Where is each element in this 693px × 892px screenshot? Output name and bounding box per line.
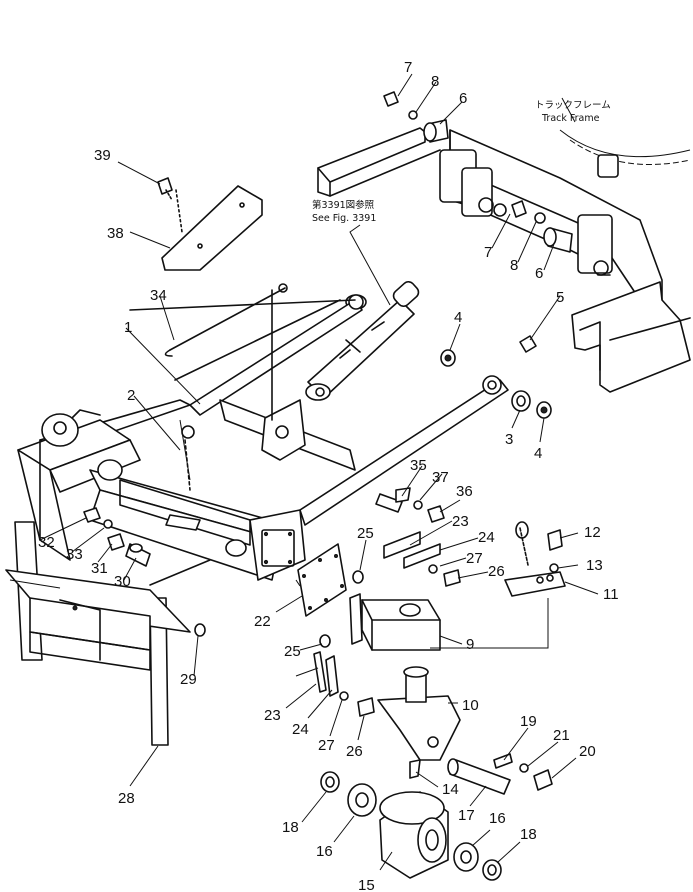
part-label-22: 22 xyxy=(254,613,271,630)
hydraulic-cylinder xyxy=(305,280,420,401)
part-label-28: 28 xyxy=(118,790,135,807)
part-label-18-lower: 18 xyxy=(520,826,537,843)
plate-38 xyxy=(161,185,263,271)
part-label-23-upper: 23 xyxy=(452,513,469,530)
part-label-15: 15 xyxy=(358,877,375,892)
rods xyxy=(129,283,356,421)
part-label-3: 3 xyxy=(505,431,513,448)
part-label-12: 12 xyxy=(584,524,601,541)
track-frame xyxy=(317,127,691,393)
part-label-8-lower: 8 xyxy=(510,257,518,274)
part-label-29: 29 xyxy=(180,671,197,688)
part-label-39: 39 xyxy=(94,147,111,164)
part-label-11: 11 xyxy=(603,586,619,603)
part-label-30: 30 xyxy=(114,573,131,590)
part-label-27-lower: 27 xyxy=(318,737,335,754)
part-label-19: 19 xyxy=(520,713,537,730)
part-label-37: 37 xyxy=(432,469,449,486)
part-label-36: 36 xyxy=(456,483,473,500)
leader-lines xyxy=(39,73,599,871)
part-label-21: 21 xyxy=(553,727,570,744)
part-label-6-lower: 6 xyxy=(535,265,543,282)
track-frame-label-en: Track Frame xyxy=(541,113,600,124)
part-label-18-upper: 18 xyxy=(282,819,299,836)
part-label-20: 20 xyxy=(579,743,596,760)
part-label-24-lower: 24 xyxy=(292,721,309,738)
part-label-33: 33 xyxy=(66,546,83,563)
part-label-31: 31 xyxy=(91,560,108,577)
part-label-8: 8 xyxy=(431,73,439,90)
part-label-26-upper: 26 xyxy=(488,563,505,580)
part-label-4-upper: 4 xyxy=(454,309,462,326)
part-label-13: 13 xyxy=(586,557,603,574)
part-label-17: 17 xyxy=(458,807,475,824)
part-label-23-lower: 23 xyxy=(264,707,281,724)
part-label-32: 32 xyxy=(38,534,55,551)
part-label-1: 1 xyxy=(124,319,132,336)
see-fig-label-en: See Fig. 3391 xyxy=(312,213,376,224)
part-label-6: 6 xyxy=(459,90,467,107)
part-label-35: 35 xyxy=(410,457,427,474)
part-label-14: 14 xyxy=(442,781,459,798)
part-label-16-upper: 16 xyxy=(316,843,333,860)
small-parts xyxy=(83,91,573,881)
guard-28 xyxy=(5,521,191,746)
part-label-25-upper: 25 xyxy=(357,525,374,542)
part-label-5: 5 xyxy=(556,289,564,306)
part-label-10: 10 xyxy=(462,697,479,714)
part-label-7: 7 xyxy=(404,59,412,76)
main-frame xyxy=(17,294,509,586)
part-label-34: 34 xyxy=(150,287,167,304)
part-label-27-upper: 27 xyxy=(466,550,483,567)
part-label-26-lower: 26 xyxy=(346,743,363,760)
part-label-38: 38 xyxy=(107,225,124,242)
part-label-25-lower: 25 xyxy=(284,643,301,660)
track-frame-label-jp: トラックフレーム xyxy=(535,100,611,111)
part-label-7-lower: 7 xyxy=(484,244,492,261)
part-label-16-lower: 16 xyxy=(489,810,506,827)
part-label-2: 2 xyxy=(127,387,135,404)
part-number-labels: 7 8 6 39 38 34 1 2 7 8 6 5 4 3 4 35 37 3… xyxy=(38,59,619,892)
part-label-9: 9 xyxy=(466,636,474,653)
see-fig-label-jp: 第3391図参照 xyxy=(312,199,375,211)
part-label-24-upper: 24 xyxy=(478,529,495,546)
part-label-4-lower: 4 xyxy=(534,445,542,462)
